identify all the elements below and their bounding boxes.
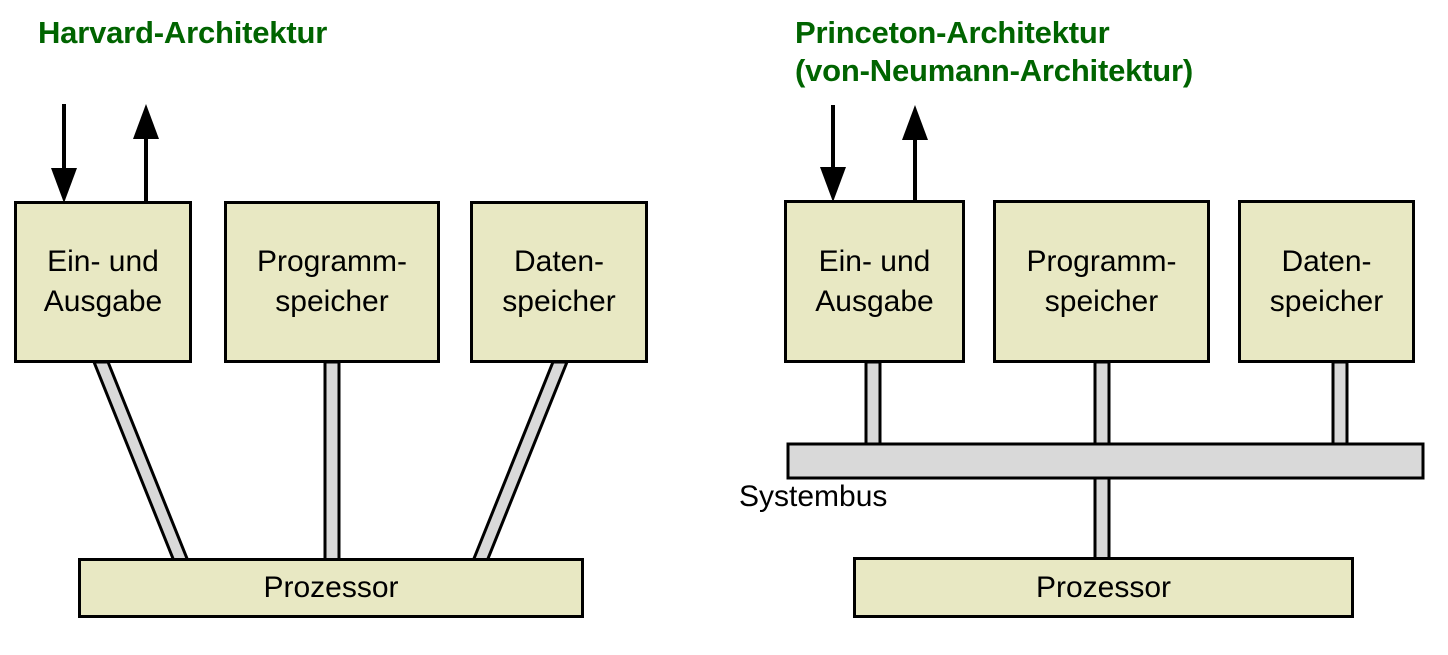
left-box-program-memory[interactable]: Programm- speicher [224,201,440,363]
left-connector-io [91,360,193,568]
left-connector-data [468,360,570,568]
right-box-data-memory-line-1: Daten- [1281,244,1372,278]
right-box-processor-label: Prozessor [1035,570,1172,604]
right-box-io[interactable]: Ein- und Ausgabe [784,200,965,363]
right-connector-io [864,360,882,454]
system-bus-bar [786,442,1425,480]
right-connector-data [1331,360,1349,454]
right-box-processor[interactable]: Prozessor [853,557,1354,618]
right-box-program-memory-line-2: speicher [1044,284,1159,318]
right-diagram-title: Princeton-Architektur(von-Neumann-Archit… [795,14,1193,90]
left-box-processor[interactable]: Prozessor [78,558,584,618]
left-box-io-line-1: Ein- und [47,245,159,278]
right-title-line-1: Princeton-Architektur [795,15,1110,50]
right-input-arrow-icon [820,105,846,202]
left-connector-program [323,360,341,568]
left-box-program-memory-line-2: speicher [275,285,389,318]
right-box-program-memory-line-1: Programm- [1026,244,1177,278]
left-box-data-memory-line-1: Daten- [513,245,605,278]
left-box-program-memory-line-1: Programm- [256,245,407,278]
right-box-io-line-1: Ein- und [818,244,931,278]
left-output-arrow-icon [133,104,159,202]
left-box-data-memory-line-2: speicher [502,285,616,318]
right-title-line-2: (von-Neumann-Architektur) [795,53,1194,88]
right-box-io-line-2: Ausgabe [815,284,934,318]
right-box-program-memory[interactable]: Programm- speicher [993,200,1210,363]
left-box-io-line-2: Ausgabe [43,285,163,318]
left-box-data-memory[interactable]: Daten- speicher [470,201,648,363]
right-output-arrow-icon [902,105,928,201]
system-bus-label: Systembus [739,480,888,513]
left-diagram-title: Harvard-Architektur [38,15,328,50]
right-connector-processor [1093,468,1111,566]
left-box-io[interactable]: Ein- und Ausgabe [14,201,192,363]
right-box-data-memory[interactable]: Daten- speicher [1238,200,1415,363]
left-box-processor-label: Prozessor [263,571,399,604]
left-input-arrow-icon [51,104,77,203]
right-box-data-memory-line-2: speicher [1269,284,1384,318]
right-connector-program [1093,360,1111,454]
